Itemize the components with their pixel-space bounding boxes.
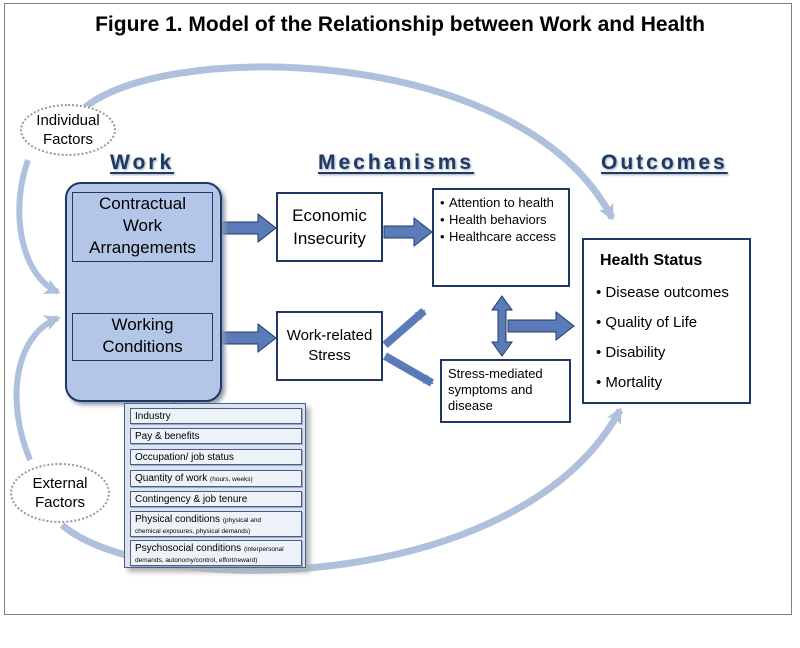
figure-title: Figure 1. Model of the Relationship betw…: [95, 13, 705, 36]
factor-quantity-of-work: Quantity of work (hours, weeks): [130, 470, 302, 487]
factor-contingency: Contingency & job tenure: [130, 491, 302, 507]
header-work: Work: [110, 151, 175, 174]
working-conditions-factor-list: Industry Pay & benefits Occupation/ job …: [124, 403, 306, 568]
arrow-to-health-status: [507, 310, 575, 342]
factor-pay-benefits: Pay & benefits: [130, 428, 302, 444]
factor-occupation: Occupation/ job status: [130, 449, 302, 465]
outcome-item: • Mortality: [596, 374, 663, 391]
curve-individual-to-work: [16, 158, 61, 295]
arrow-work-to-economic: [221, 212, 277, 244]
mechanism-item: Health behaviors: [440, 211, 562, 228]
curve-external-to-outcomes: [59, 407, 624, 574]
factor-industry: Industry: [130, 408, 302, 424]
work-panel: [65, 182, 222, 402]
header-outcomes: Outcomes: [601, 151, 728, 174]
curve-external-to-work: [13, 315, 61, 462]
curve-individual-to-outcomes: [77, 63, 616, 221]
outcome-item: • Disease outcomes: [596, 284, 729, 301]
outcome-item: • Disability: [596, 344, 666, 361]
mechanism-item: Healthcare access: [440, 228, 562, 245]
arrow-mechanisms-vertical: [491, 295, 513, 357]
arrow-stress-to-symptoms: [383, 352, 434, 387]
header-mechanisms: Mechanisms: [318, 151, 475, 174]
box-health-status: Health Status • Disease outcomes • Quali…: [582, 238, 751, 404]
health-status-title: Health Status: [600, 252, 703, 269]
arrow-work-to-stress: [221, 322, 277, 354]
mechanism-item: Attention to health: [440, 194, 562, 211]
box-health-behaviors: Attention to health Health behaviors Hea…: [432, 188, 570, 287]
outcome-item: • Quality of Life: [596, 314, 698, 331]
arrow-economic-to-behaviors: [383, 216, 433, 248]
arrow-stress-to-behaviors: [382, 307, 427, 349]
